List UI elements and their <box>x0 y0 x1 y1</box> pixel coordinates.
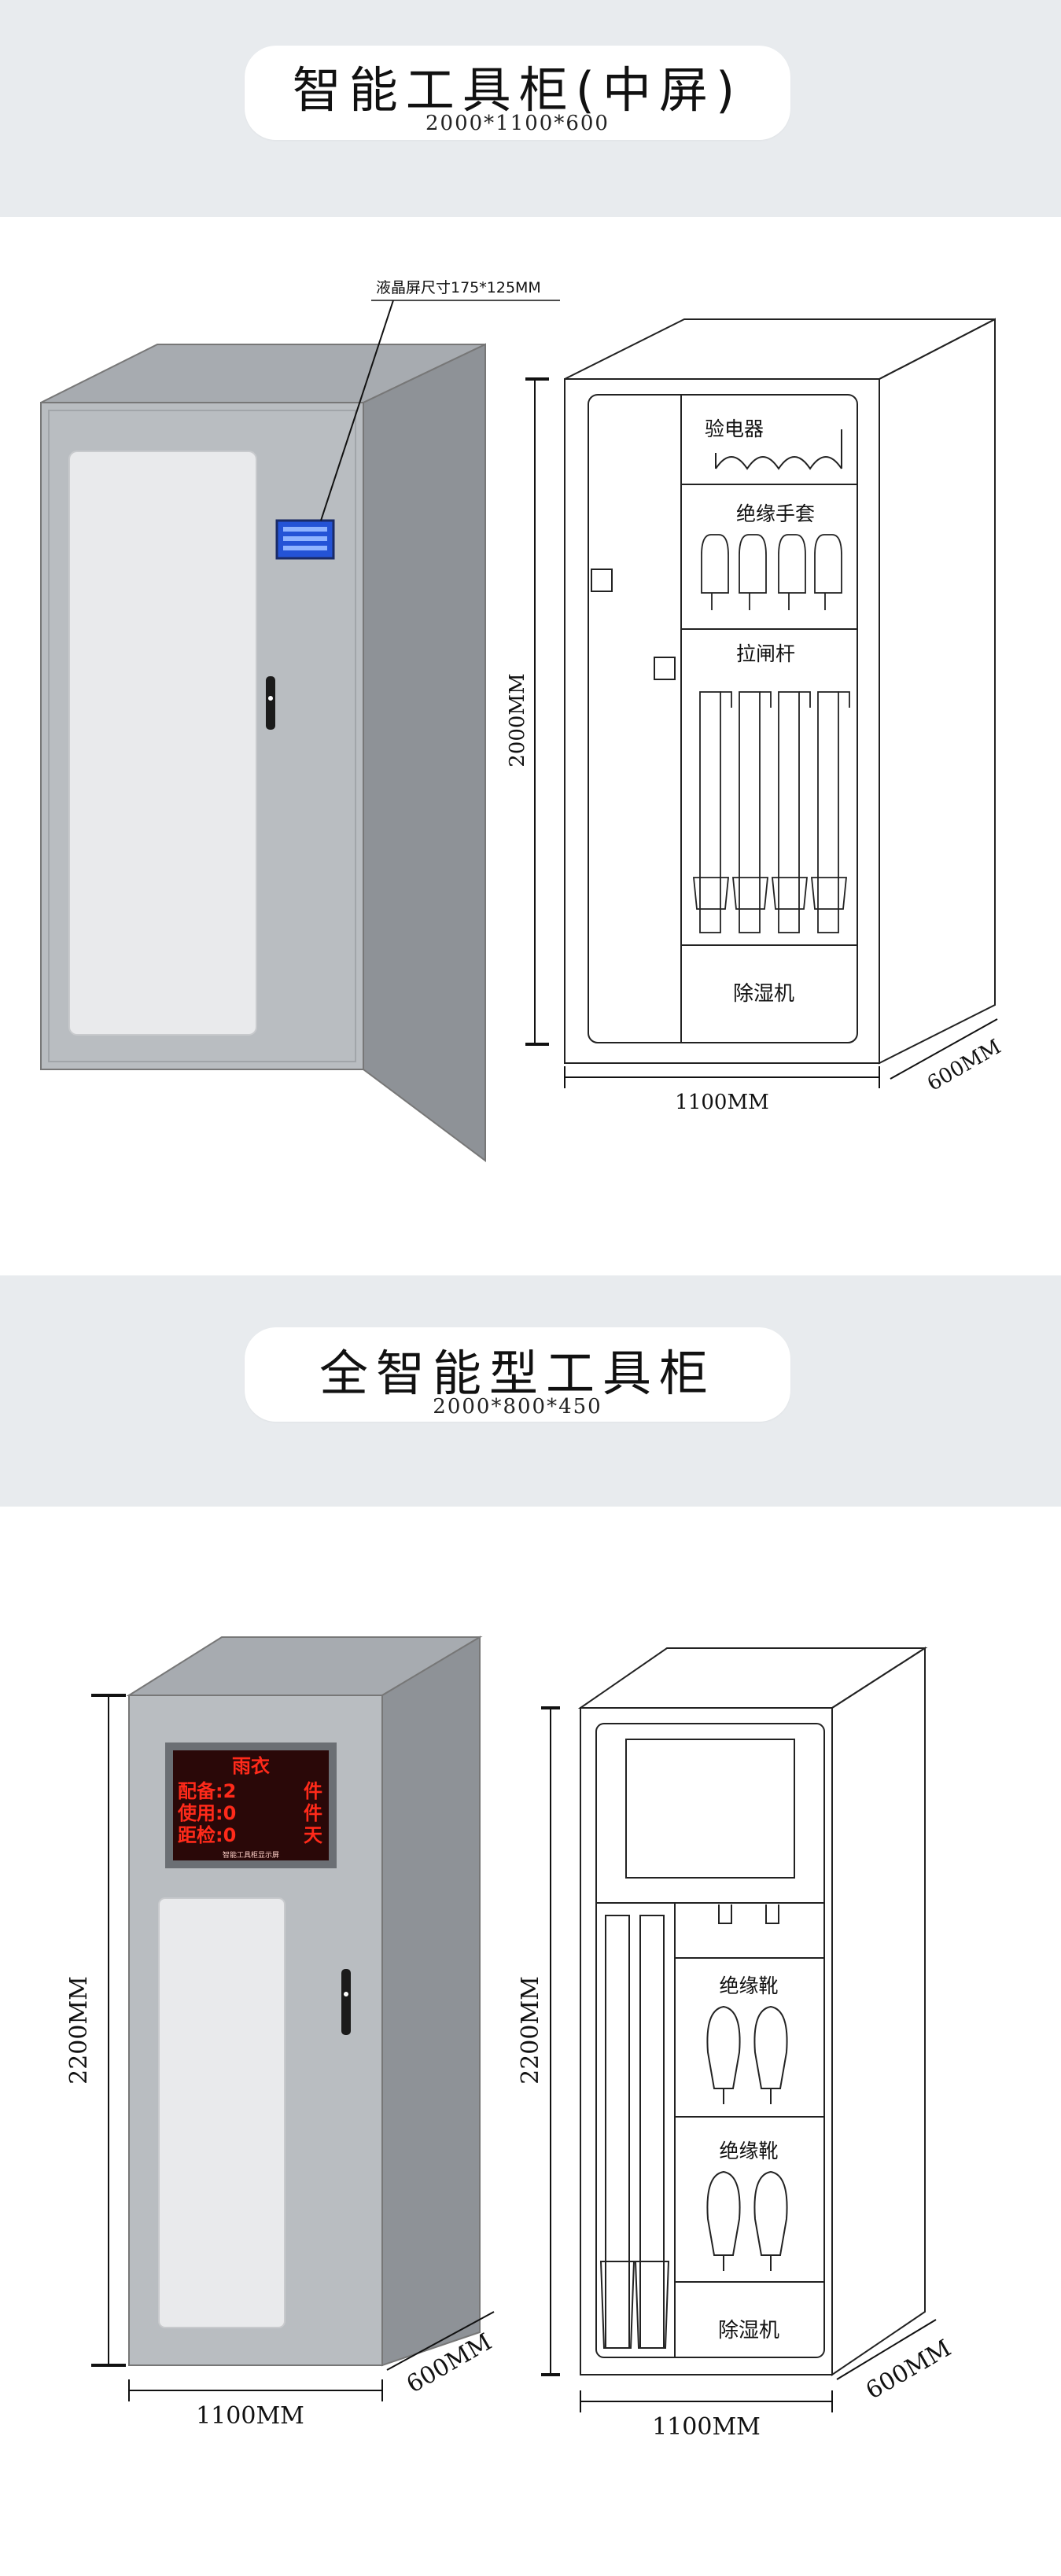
compartment2-dehumidifier-label: 除湿机 <box>718 2319 779 2342</box>
section2-right-dimension-lines <box>541 1706 937 2412</box>
compartment-rod-label: 拉闸杆 <box>736 642 795 665</box>
section2-left-height-label: 2200MM <box>65 1976 93 2085</box>
led-row3-label: 距检:0 <box>178 1824 236 1846</box>
drawing2-screen <box>625 1739 795 1879</box>
section2-illustration: 雨衣 配备:2 件 使用:0 件 距检:0 天 智能工具柜显示屏 2200MM … <box>65 1636 956 2441</box>
section1-cabinet-3d <box>40 343 486 1162</box>
drawing-front-frame <box>564 378 880 1064</box>
cabinet2-side-face <box>381 1636 481 2367</box>
compartment2-boots1-label: 绝缘靴 <box>719 1974 778 1997</box>
section1-width-label: 1100MM <box>675 1091 768 1114</box>
section2-header-band: 全智能型工具柜 2000*800*450 <box>0 1275 1061 1507</box>
cabinet-side-face <box>363 343 486 1162</box>
led-row1-label: 配备:2 <box>178 1780 236 1802</box>
led-footer: 智能工具柜显示屏 <box>223 1850 279 1860</box>
led-row3-unit: 天 <box>304 1824 322 1846</box>
lcd-callout-line <box>320 300 394 521</box>
compartment2-boots2-label: 绝缘靴 <box>719 2140 778 2162</box>
compartment-dehumidifier-label: 除湿机 <box>733 982 794 1006</box>
section1-dimensions: 2000*1100*600 <box>426 112 610 135</box>
drawing-door <box>588 394 858 1043</box>
section2-cabinet-drawing <box>577 1647 928 2376</box>
compartment-gloves-label: 绝缘手套 <box>736 502 815 525</box>
section2-dimensions: 2000*800*450 <box>433 1395 602 1419</box>
section2-right-height-label: 2200MM <box>517 1976 544 2085</box>
section1-illustration: 液晶屏尺寸175*125MM <box>40 279 1005 1162</box>
cabinet-front-inset <box>48 410 356 1062</box>
section2-left-dimension-lines <box>91 1694 495 2401</box>
led-screen <box>173 1750 329 1860</box>
compartment-tester-label: 验电器 <box>705 418 764 440</box>
section2-title: 全智能型工具柜 <box>319 1345 716 1402</box>
section1-cabinet-drawing <box>564 318 996 1065</box>
section2-title-pill: 全智能型工具柜 2000*800*450 <box>245 1327 790 1422</box>
lcd-callout-label: 液晶屏尺寸175*125MM <box>376 279 541 296</box>
section2-left-width-label: 1100MM <box>196 2402 304 2430</box>
cabinet2-glass-panel <box>158 1897 286 2328</box>
led-row1-unit: 件 <box>304 1780 322 1802</box>
led-row2-unit: 件 <box>304 1802 322 1824</box>
led-screen-text: 雨衣 配备:2 件 使用:0 件 距检:0 天 智能工具柜显示屏 <box>177 1755 322 1860</box>
cabinet-glass-panel <box>68 451 257 1036</box>
door-handle <box>266 676 275 730</box>
section2-cabinet-3d <box>126 1636 483 2367</box>
led-heading: 雨衣 <box>232 1755 270 1777</box>
drawing2-front-frame <box>580 1707 833 2375</box>
section1-depth-label: 600MM <box>923 1035 1005 1095</box>
drawing2-door <box>595 1723 825 2358</box>
section1-dimension-lines <box>525 377 998 1088</box>
section1-title: 智能工具柜(中屏) <box>292 61 743 119</box>
section1-header-band: 智能工具柜(中屏) 2000*1100*600 <box>0 0 1061 217</box>
section1-height-label: 2000MM <box>506 673 529 767</box>
led-row2-label: 使用:0 <box>177 1802 236 1824</box>
section1-title-pill: 智能工具柜(中屏) 2000*1100*600 <box>245 46 790 140</box>
cabinet2-door-handle <box>341 1969 351 2035</box>
section2-right-width-label: 1100MM <box>652 2413 761 2441</box>
